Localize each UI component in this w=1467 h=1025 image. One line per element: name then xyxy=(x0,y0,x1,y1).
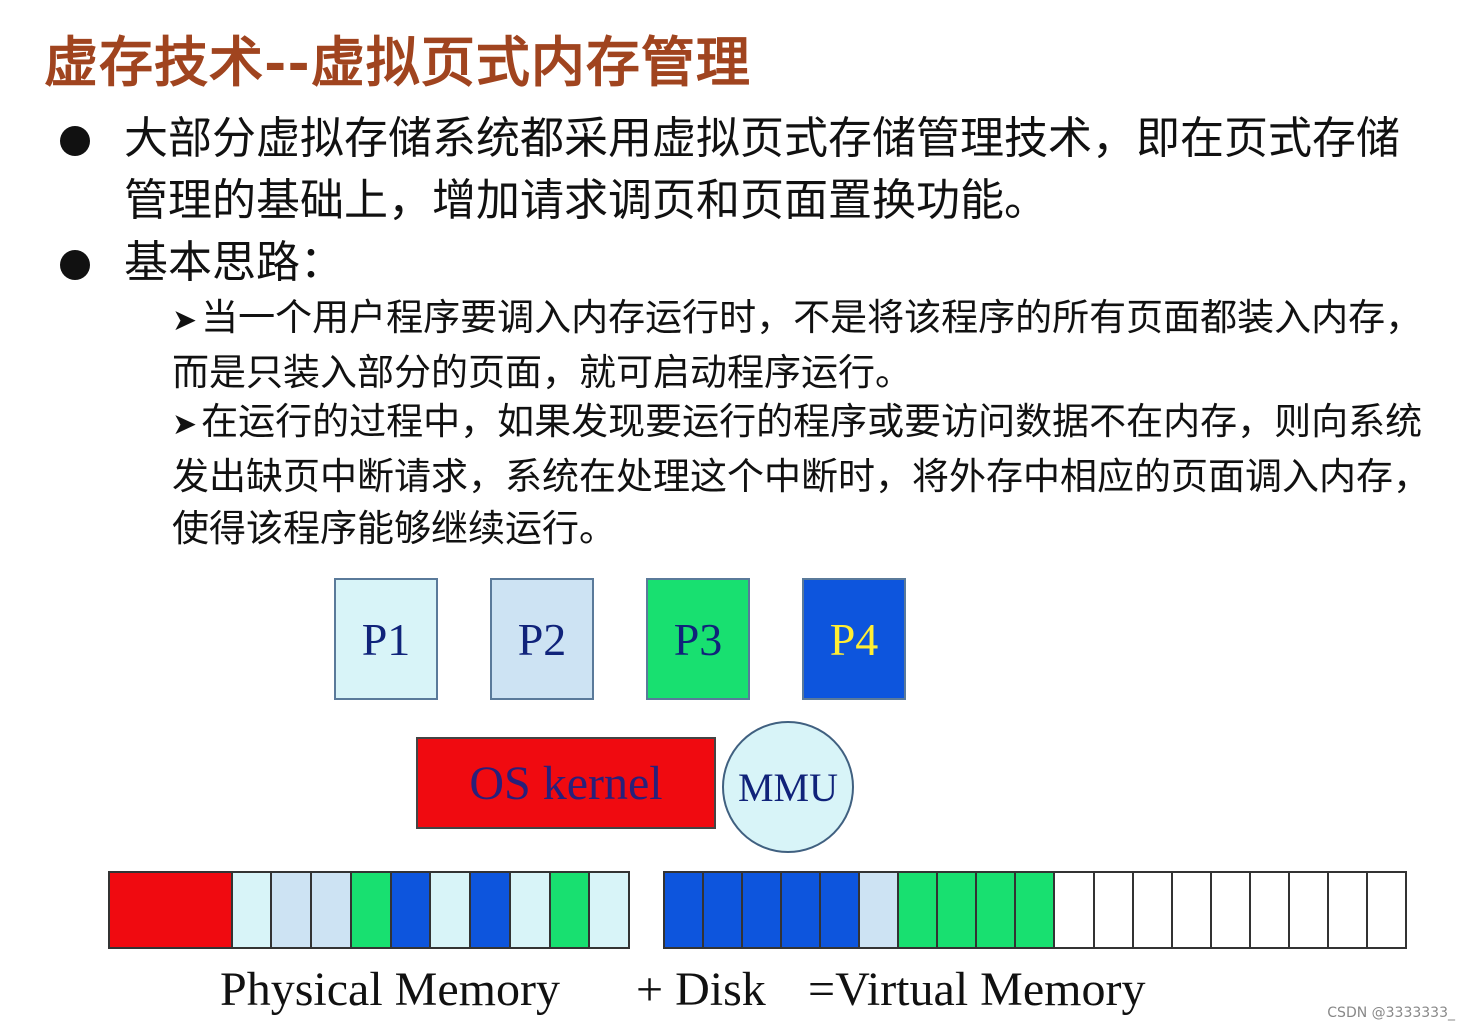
memory-page-cell xyxy=(272,873,313,947)
memory-page-cell xyxy=(1250,873,1290,947)
os-kernel-box: OS kernel xyxy=(416,737,716,829)
physical-memory-strip xyxy=(108,871,630,949)
memory-page-cell xyxy=(1367,873,1405,947)
memory-page-cell xyxy=(391,873,432,947)
bullet-text: 基本思路： xyxy=(124,237,344,288)
memory-page-cell xyxy=(1211,873,1251,947)
memory-page-cell xyxy=(1289,873,1329,947)
memory-page-cell xyxy=(110,873,233,947)
bullet-item: 大部分虚拟存储系统都采用虚拟页式存储管理技术，即在页式存储管理的基础上，增加请求… xyxy=(60,108,1434,232)
caption-physical-memory: Physical Memory xyxy=(220,963,560,1016)
memory-page-cell xyxy=(860,873,900,947)
memory-page-cell xyxy=(550,873,591,947)
sub-point-text: 在运行的过程中，如果发现要运行的程序或要访问数据不在内存，则向系统发出缺页中断请… xyxy=(172,400,1430,550)
bullet-dot-icon xyxy=(60,126,90,156)
memory-page-cell xyxy=(471,873,511,947)
memory-page-cell xyxy=(590,873,629,947)
memory-page-cell xyxy=(704,873,744,947)
page-box-p2: P2 xyxy=(490,578,594,700)
memory-page-cell xyxy=(1094,873,1134,947)
memory-page-cell xyxy=(665,873,705,947)
memory-page-cell xyxy=(1016,873,1056,947)
memory-page-cell xyxy=(351,873,392,947)
memory-page-cell xyxy=(821,873,861,947)
memory-page-cell xyxy=(431,873,472,947)
memory-page-cell xyxy=(510,873,551,947)
memory-page-cell xyxy=(938,873,978,947)
bullet-item: 基本思路： xyxy=(60,232,1434,294)
memory-page-cell xyxy=(1055,873,1095,947)
caption-virtual-memory: =Virtual Memory xyxy=(808,963,1146,1016)
memory-page-cell xyxy=(232,873,273,947)
memory-page-cell xyxy=(899,873,939,947)
watermark: CSDN @3333333_ xyxy=(1327,1005,1455,1021)
sub-point: ➤当一个用户程序要调入内存运行时，不是将该程序的所有页面都装入内存，而是只装入部… xyxy=(172,292,1432,399)
bullet-text: 大部分虚拟存储系统都采用虚拟页式存储管理技术，即在页式存储管理的基础上，增加请求… xyxy=(124,113,1400,226)
bullet-dot-icon xyxy=(60,250,90,280)
virtual-disk-strip xyxy=(663,871,1407,949)
sub-point: ➤在运行的过程中，如果发现要运行的程序或要访问数据不在内存，则向系统发出缺页中断… xyxy=(172,396,1432,555)
memory-page-cell xyxy=(312,873,352,947)
arrow-marker-icon: ➤ xyxy=(172,407,198,442)
page-box-p1: P1 xyxy=(334,578,438,700)
slide-title: 虚存技术--虚拟页式内存管理 xyxy=(44,30,751,94)
memory-page-cell xyxy=(1172,873,1212,947)
arrow-marker-icon: ➤ xyxy=(172,303,198,338)
sub-point-text: 当一个用户程序要调入内存运行时，不是将该程序的所有页面都装入内存，而是只装入部分… xyxy=(172,296,1423,394)
page-box-p3: P3 xyxy=(646,578,750,700)
page-box-p4: P4 xyxy=(802,578,906,700)
memory-page-cell xyxy=(1133,873,1173,947)
caption-disk: + Disk xyxy=(636,963,766,1016)
memory-page-cell xyxy=(743,873,783,947)
memory-page-cell xyxy=(782,873,822,947)
memory-page-cell xyxy=(977,873,1017,947)
memory-page-cell xyxy=(1328,873,1368,947)
mmu-circle: MMU xyxy=(722,721,854,853)
